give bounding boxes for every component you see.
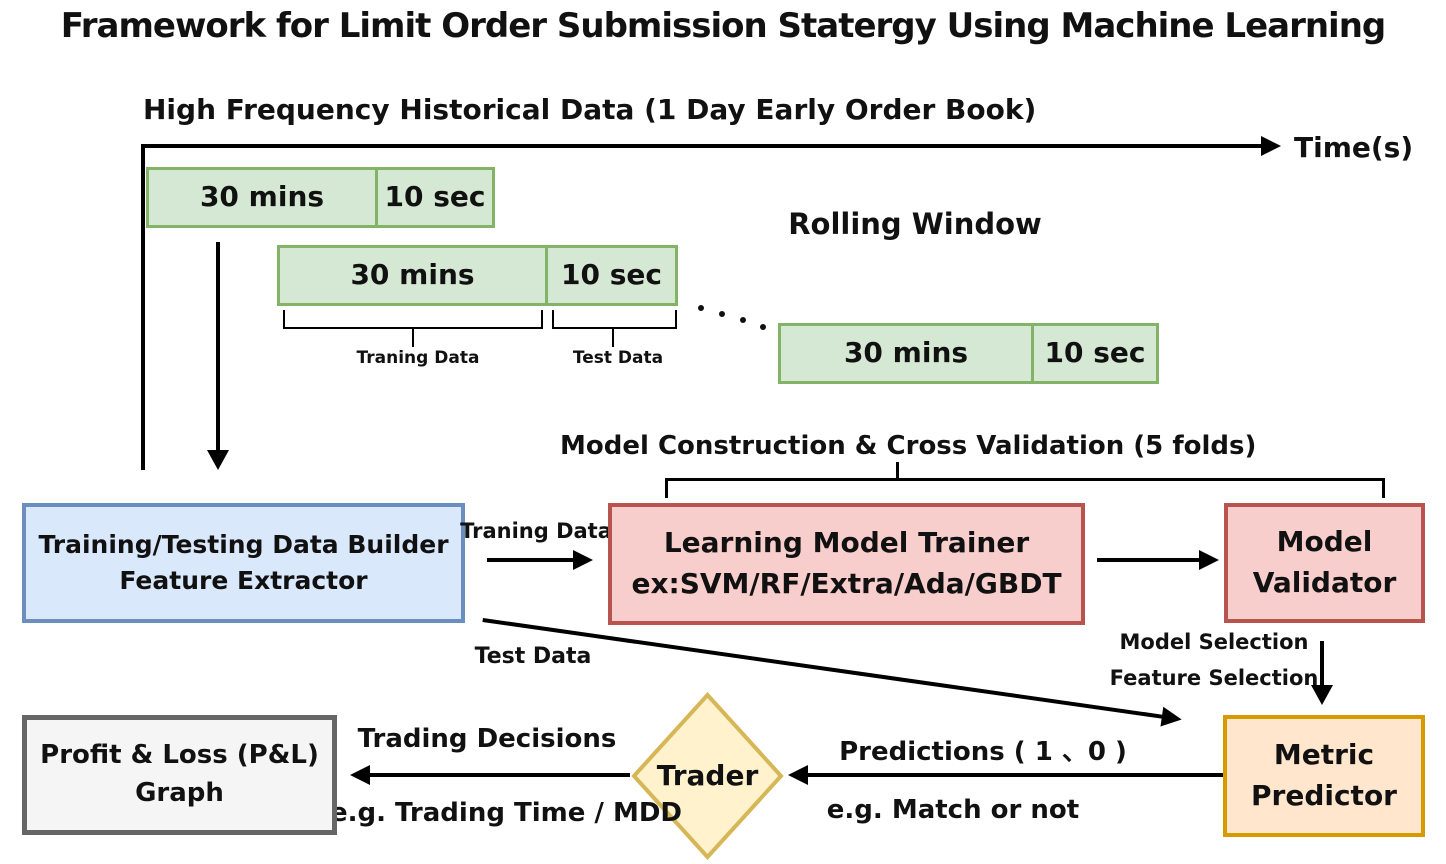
rolling-window-label: Rolling Window [788, 207, 1042, 241]
timeline-drop-line [141, 144, 145, 470]
data-builder-line1: Training/Testing Data Builder [38, 529, 449, 559]
time-axis-label: Time(s) [1294, 131, 1414, 164]
test-data-arrow [482, 618, 1184, 730]
pnl-line1: Profit & Loss (P&L) [40, 740, 319, 771]
trading-time-mdd-label: e.g. Trading Time / MDD [330, 798, 683, 828]
model-validator-line1: Model [1276, 525, 1373, 559]
feature-selection-label: Feature Selection [1109, 666, 1319, 690]
data-flow-down-arrowhead [207, 450, 229, 470]
traning-data-edge-label: Traning Data [460, 519, 612, 543]
model-validator-line2: Validator [1252, 566, 1397, 599]
training-bracket-stem [412, 329, 414, 347]
data-builder-node: Training/Testing Data Builder Feature Ex… [22, 503, 465, 623]
ellipsis-dot [698, 305, 704, 311]
training-bracket-bar [283, 327, 543, 329]
pnl-graph-node: Profit & Loss (P&L) Graph [22, 715, 337, 835]
window-1-test-label: 10 sec [384, 180, 486, 214]
data-flow-down-line [216, 242, 220, 450]
construction-bracket-stem [896, 462, 899, 478]
model-trainer-node: Learning Model Trainer ex:SVM/RF/Extra/A… [608, 503, 1085, 625]
timeline-axis-line [141, 144, 1263, 148]
trader-diamond [631, 692, 784, 860]
window-2-test-label: 10 sec [561, 258, 662, 292]
ellipsis-dot [719, 311, 725, 317]
trainer-to-validator-line [1097, 558, 1201, 562]
window-3-test-box: 10 sec [1031, 323, 1159, 384]
trading-decisions-label: Trading Decisions [357, 724, 617, 754]
training-bracket-left-tick [283, 310, 285, 327]
metric-predictor-line2: Predictor [1251, 779, 1397, 812]
construction-bracket-bar [665, 478, 1385, 481]
test-bracket-stem [612, 329, 614, 347]
model-trainer-line2: ex:SVM/RF/Extra/Ada/GBDT [631, 567, 1062, 600]
traning-data-arrowhead [573, 550, 593, 570]
ellipsis-dot [760, 324, 766, 330]
model-trainer-line1: Learning Model Trainer [663, 526, 1030, 560]
trader-to-pnl-line [368, 773, 630, 777]
construction-bracket-left-tick [665, 478, 668, 498]
window-3-test-label: 10 sec [1044, 336, 1146, 370]
trainer-to-validator-arrowhead [1199, 550, 1219, 570]
test-bracket-right-tick [675, 310, 677, 327]
test-data-arrowhead [1160, 706, 1184, 730]
model-selection-label: Model Selection [1119, 630, 1309, 654]
window-1-test-box: 10 sec [375, 167, 495, 228]
window-3-train-label: 30 mins [843, 336, 969, 370]
construction-bracket-right-tick [1382, 478, 1385, 498]
model-validator-node: Model Validator [1224, 503, 1425, 623]
validator-to-metric-line [1320, 641, 1324, 685]
training-bracket-right-tick [541, 310, 543, 327]
training-data-bracket-label: Traning Data [356, 348, 480, 368]
metric-predictor-line1: Metric [1273, 738, 1375, 772]
model-construction-label: Model Construction & Cross Validation (5… [560, 431, 1257, 461]
test-data-bracket-label: Test Data [572, 348, 664, 368]
traning-data-arrow-line [487, 558, 575, 562]
test-bracket-bar [552, 327, 677, 329]
window-1-train-label: 30 mins [199, 180, 325, 214]
pnl-line2: Graph [135, 778, 224, 808]
metric-to-trader-arrowhead [788, 765, 808, 785]
validator-to-metric-arrowhead [1311, 685, 1333, 705]
window-3-train-box: 30 mins [778, 323, 1034, 384]
match-or-not-label: e.g. Match or not [826, 795, 1080, 825]
ellipsis-dot [740, 317, 746, 323]
window-2-train-label: 30 mins [350, 258, 475, 292]
page-title: Framework for Limit Order Submission Sta… [60, 6, 1387, 46]
trader-label: Trader [656, 759, 759, 792]
test-data-edge-label: Test Data [474, 644, 592, 669]
timeline-arrowhead [1261, 136, 1281, 156]
metric-to-trader-line [806, 773, 1223, 777]
trader-to-pnl-arrowhead [350, 765, 370, 785]
data-builder-line2: Feature Extractor [119, 566, 368, 595]
window-2-train-box: 30 mins [277, 245, 548, 306]
window-2-test-box: 10 sec [545, 245, 678, 306]
predictions-edge-label: Predictions ( 1 、0 ) [839, 737, 1127, 767]
historical-data-heading: High Frequency Historical Data (1 Day Ea… [143, 93, 1037, 126]
test-bracket-left-tick [552, 310, 554, 327]
window-1-train-box: 30 mins [146, 167, 378, 228]
metric-predictor-node: Metric Predictor [1223, 715, 1425, 837]
